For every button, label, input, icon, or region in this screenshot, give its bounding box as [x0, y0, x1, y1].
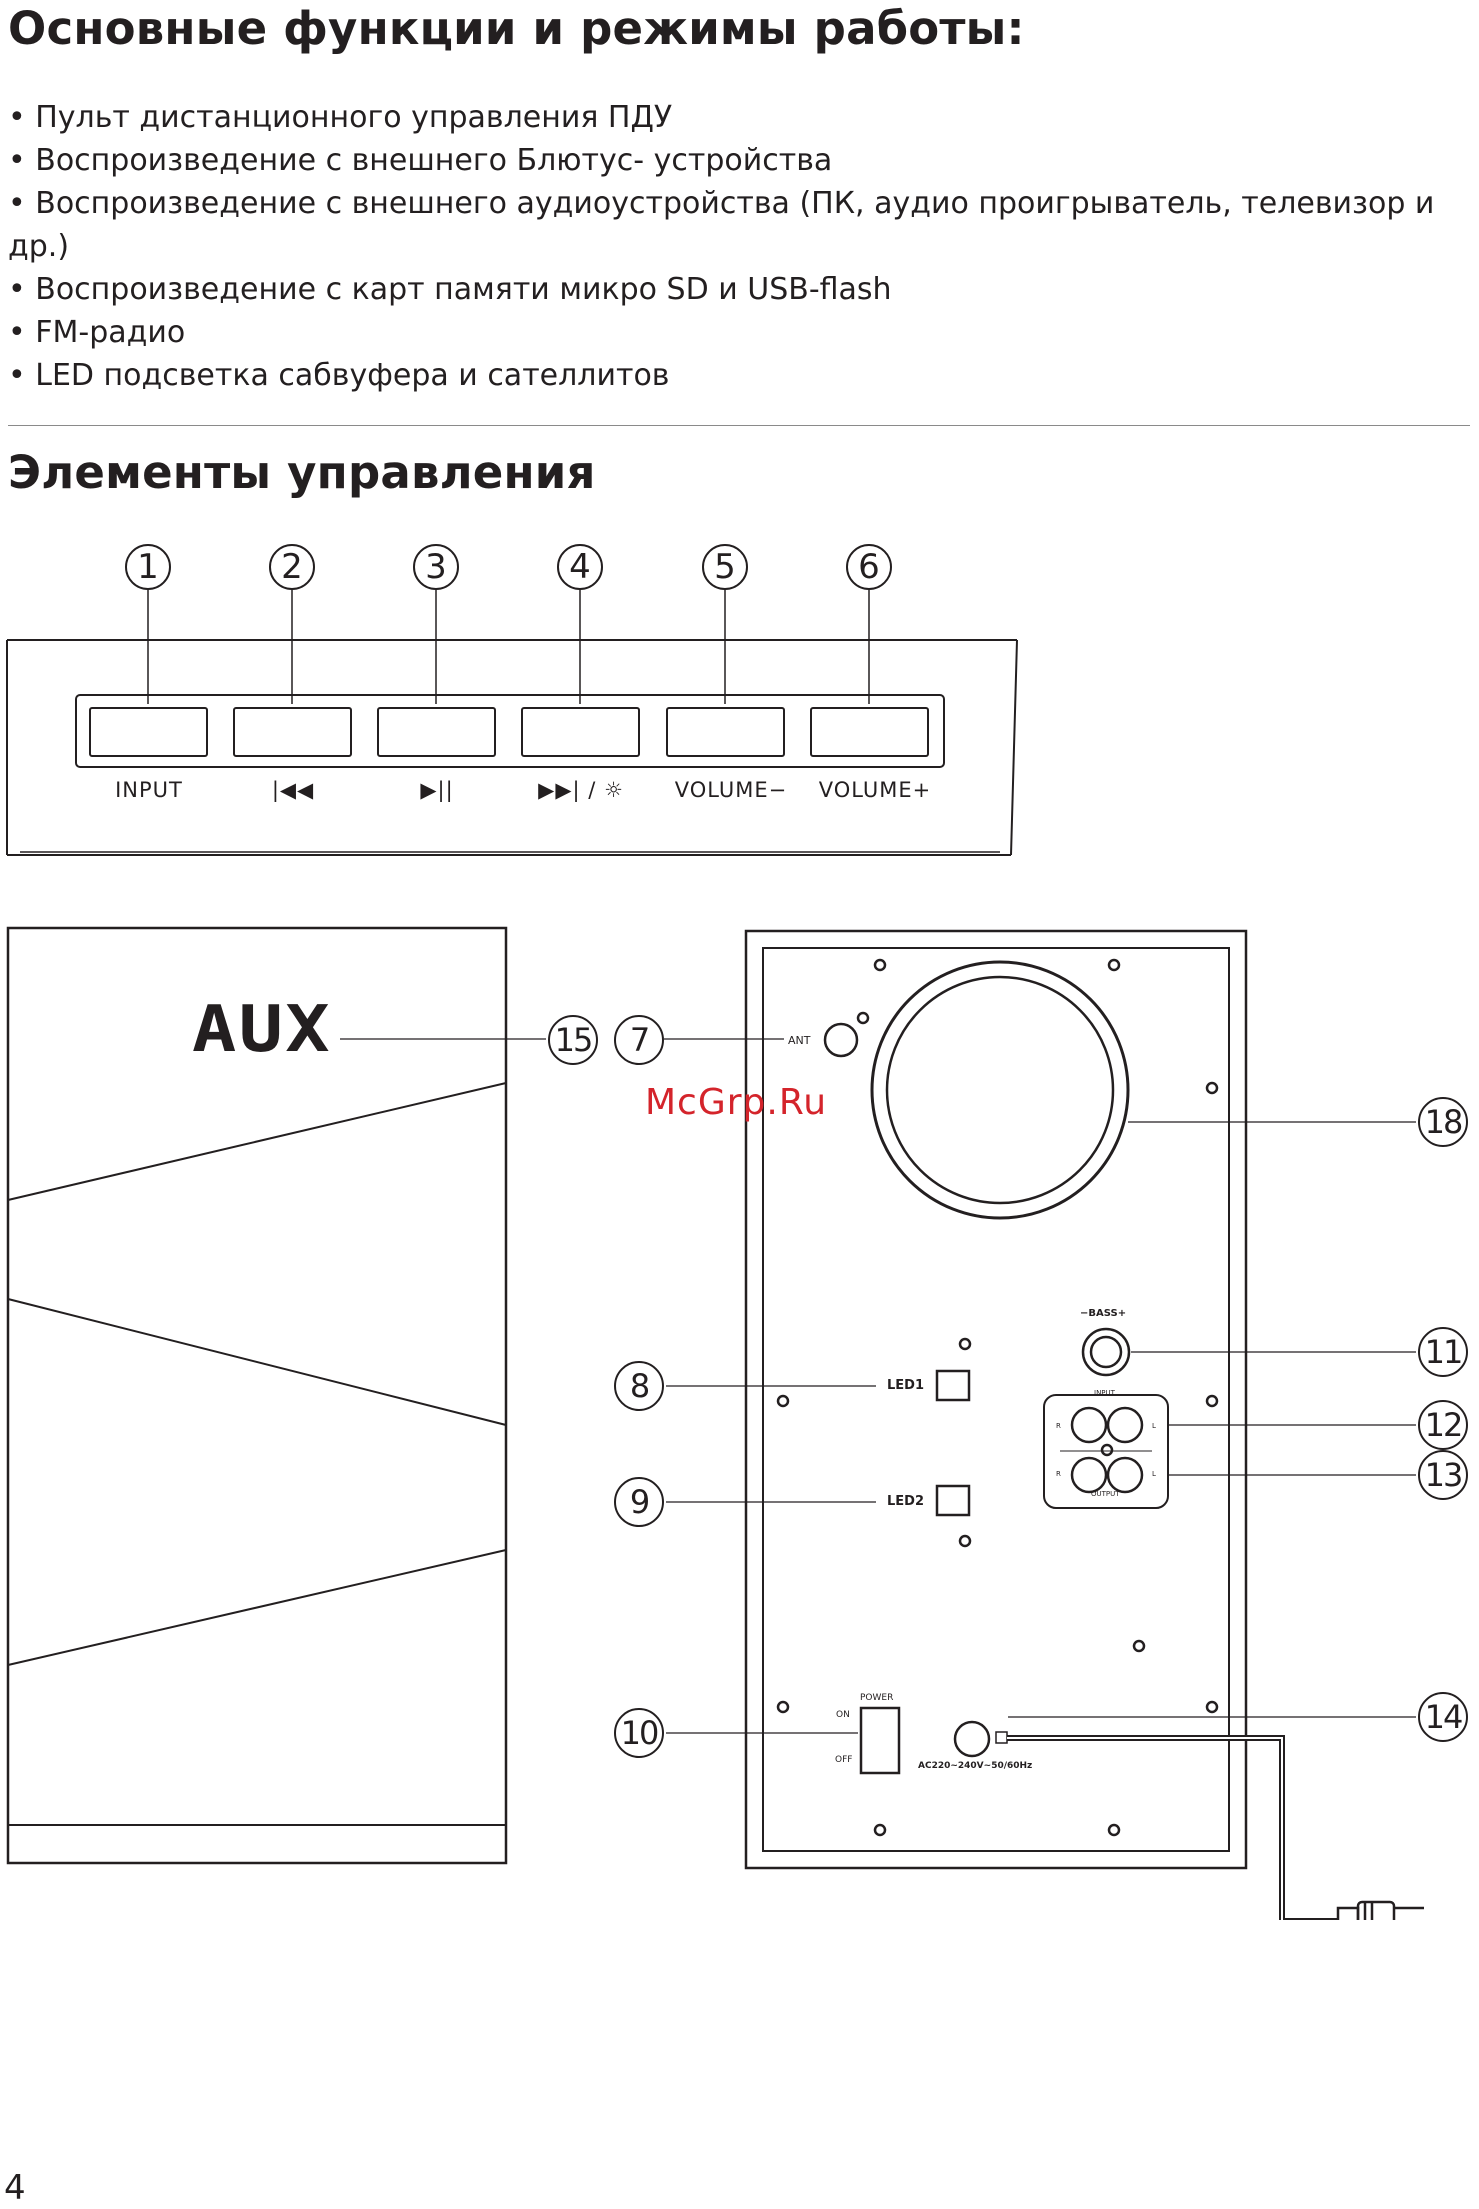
next-light-label: ▶▶| / ☼ [538, 778, 624, 802]
feature-item: FM-радио [8, 311, 1479, 354]
input-label: INPUT [115, 778, 183, 802]
page-number: 4 [4, 2168, 26, 2208]
callout-8: 8 [614, 1361, 664, 1411]
ant-label: ANT [788, 1034, 811, 1047]
jack-l-label: L [1152, 1470, 1156, 1478]
prev-button [233, 707, 352, 757]
callout-6: 6 [846, 544, 892, 590]
volume-down-button [666, 707, 785, 757]
callout-5: 5 [702, 544, 748, 590]
power-label: POWER [860, 1693, 894, 1703]
callout-12: 12 [1418, 1400, 1468, 1450]
play-pause-button [377, 707, 496, 757]
prev-label: |◀◀ [271, 778, 315, 802]
callout-15: 15 [548, 1015, 598, 1065]
feature-item: Пульт дистанционного управления ПДУ [8, 96, 1479, 139]
power-on-label: ON [836, 1710, 850, 1720]
input-jack-label: INPUT [1094, 1389, 1115, 1397]
controls-title: Элементы управления [8, 446, 596, 499]
led2-label: LED2 [887, 1494, 925, 1509]
callout-2: 2 [269, 544, 315, 590]
jack-r-label: R [1056, 1470, 1061, 1478]
callout-1: 1 [125, 544, 171, 590]
jack-l-label: L [1152, 1422, 1156, 1430]
ac-rating-label: AC220~240V~50/60Hz [918, 1761, 1033, 1771]
feature-item: LED подсветка сабвуфера и сателлитов [8, 354, 1479, 397]
control-panel-diagram [6, 577, 1018, 856]
front-speaker-diagram [6, 926, 508, 1865]
feature-item: Воспроизведение с внешнего Блютус- устро… [8, 139, 1479, 182]
display-readout: AUX [192, 993, 332, 1067]
callout-18: 18 [1418, 1097, 1468, 1147]
volume-up-button [810, 707, 929, 757]
play-pause-label: ▶|| [420, 778, 454, 802]
input-button [89, 707, 208, 757]
callout-3: 3 [413, 544, 459, 590]
bass-label: −BASS+ [1080, 1308, 1127, 1319]
volume-up-label: VOLUME+ [818, 778, 932, 802]
callout-9: 9 [614, 1477, 664, 1527]
jack-r-label: R [1056, 1422, 1061, 1430]
watermark-text: McGrp.Ru [645, 1082, 828, 1123]
callout-7: 7 [614, 1015, 664, 1065]
page-title: Основные функции и режимы работы: [8, 2, 1025, 55]
output-jack-label: OUTPUT [1091, 1490, 1120, 1498]
features-list: Пульт дистанционного управления ПДУ Восп… [8, 96, 1479, 397]
volume-down-label: VOLUME− [674, 778, 788, 802]
callout-10: 10 [614, 1708, 664, 1758]
section-divider [8, 425, 1470, 426]
feature-item: Воспроизведение с карт памяти микро SD и… [8, 268, 1479, 311]
power-off-label: OFF [835, 1755, 853, 1765]
feature-item: Воспроизведение с внешнего аудиоустройст… [8, 182, 1479, 268]
callout-13: 13 [1418, 1450, 1468, 1500]
rear-panel-diagram [340, 929, 1424, 1920]
led1-label: LED1 [887, 1378, 925, 1393]
callout-11: 11 [1418, 1327, 1468, 1377]
callout-4: 4 [557, 544, 603, 590]
callout-14: 14 [1418, 1692, 1468, 1742]
next-light-button [521, 707, 640, 757]
